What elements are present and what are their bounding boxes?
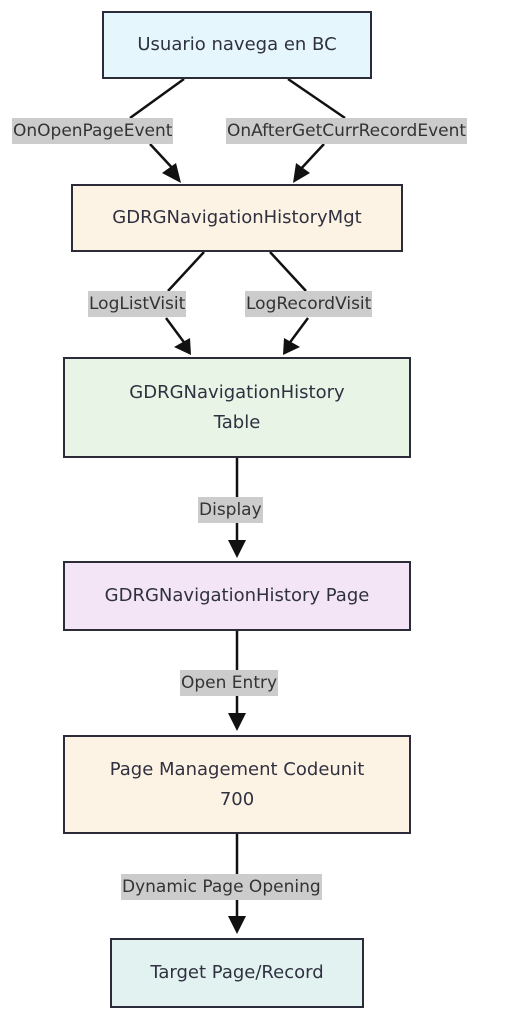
edge-label-log-record-visit: LogRecordVisit: [245, 291, 373, 317]
node-target-page-record-label: Target Page/Record: [150, 962, 324, 983]
node-target-page-record: Target Page/Record: [110, 938, 364, 1008]
edge-open-page-event-segment-1: [129, 77, 185, 120]
arrowhead-display: [228, 540, 246, 558]
arrowhead-dynamic-page-opening: [228, 916, 246, 934]
node-navigation-history-page: GDRGNavigationHistory Page: [63, 561, 411, 631]
edge-label-display: Display: [198, 497, 263, 523]
arrowhead-log-record-visit: [283, 338, 300, 355]
node-navigation-history-table: GDRGNavigationHistory Table: [63, 357, 411, 458]
edge-log-record-visit-segment-2: [286, 317, 310, 346]
edge-label-dynamic-page-opening: Dynamic Page Opening: [121, 874, 322, 900]
edge-label-open-entry: Open Entry: [180, 670, 279, 696]
edge-log-list-visit-segment-2: [164, 317, 188, 346]
edge-label-log-list-visit: LogListVisit: [88, 291, 187, 317]
edge-label-open-page-event: OnOpenPageEvent: [12, 118, 174, 144]
edge-after-get-record-event-segment-1: [287, 77, 346, 120]
edge-log-record-visit-segment-1: [269, 251, 307, 292]
node-page-management-codeunit-label: Page Management Codeunit 700: [109, 758, 365, 810]
arrowhead-after-get-record-event: [293, 163, 310, 183]
node-navigation-history-page-label: GDRGNavigationHistory Page: [104, 585, 370, 606]
arrowhead-open-entry: [228, 713, 246, 731]
edge-log-list-visit-segment-1: [167, 251, 205, 292]
node-navigation-history-mgt-label: GDRGNavigationHistoryMgt: [112, 207, 362, 228]
arrowhead-log-list-visit: [174, 338, 191, 355]
edge-label-after-get-record-event: OnAfterGetCurrRecordEvent: [226, 118, 468, 144]
edge-after-get-record-event-segment-2: [297, 143, 325, 173]
node-navigation-history-table-label: GDRGNavigationHistory Table: [129, 381, 345, 433]
node-start-label: Usuario navega en BC: [137, 34, 337, 55]
arrowhead-open-page-event: [162, 163, 181, 183]
node-start: Usuario navega en BC: [102, 11, 372, 79]
node-page-management-codeunit: Page Management Codeunit 700: [63, 735, 411, 834]
node-navigation-history-mgt: GDRGNavigationHistoryMgt: [71, 184, 403, 252]
